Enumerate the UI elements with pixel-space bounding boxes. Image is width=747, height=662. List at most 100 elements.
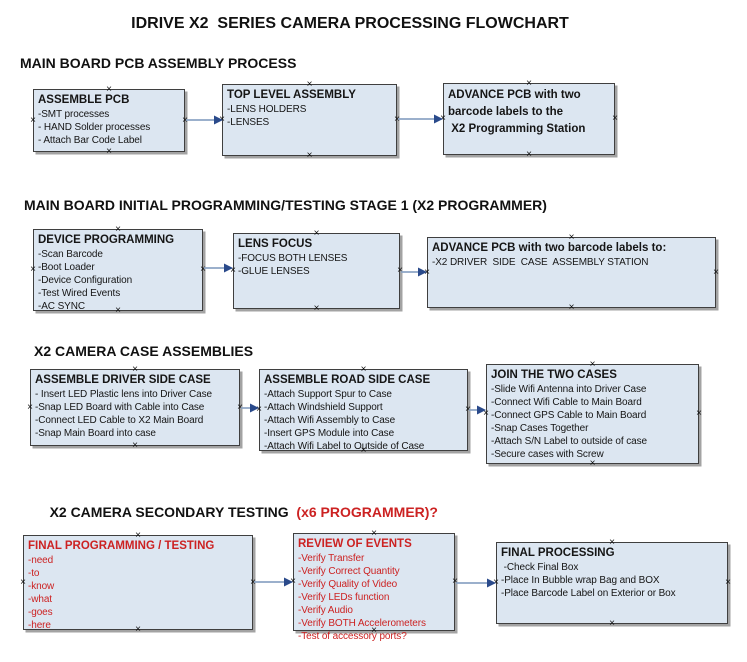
box-title: ASSEMBLE ROAD SIDE CASE xyxy=(264,374,431,386)
box-items: -Scan Barcode -Boot Loader -Device Configu… xyxy=(38,248,198,313)
connection-point-icon: × xyxy=(30,114,36,126)
box-item: -X2 DRIVER SIDE CASE ASSEMBLY STATION xyxy=(432,257,649,268)
connection-point-icon: × xyxy=(568,302,575,313)
box-item: -Attach Wifi Label to Outside of Case xyxy=(264,441,425,452)
box-final-processing[interactable]: FINAL PROCESSING -Check Final Box -Place … xyxy=(493,538,731,629)
box-item: -Slide Wifi Antenna into Driver Case xyxy=(491,384,647,395)
flow-arrow[interactable] xyxy=(456,577,496,589)
box-assemble-pcb[interactable]: ASSEMBLE PCB -SMT processes - HAND Solder… xyxy=(30,85,188,157)
box-item: -LENS HOLDERS xyxy=(227,104,307,115)
box-item: -Secure cases with Screw xyxy=(491,449,604,460)
connection-point-icon: × xyxy=(612,113,618,124)
box-item: -Attach Windshield Support xyxy=(264,402,383,413)
box-title: ASSEMBLE DRIVER SIDE CASE xyxy=(35,374,211,386)
box-items: -Slide Wifi Antenna into Driver Case -Con… xyxy=(491,383,694,461)
page-title: IDRIVE X2 SERIES CAMERA PROCESSING FLOWC… xyxy=(131,15,569,32)
connection-point-icon: × xyxy=(725,577,731,588)
box-item: -Verify Correct Quantity xyxy=(298,566,400,577)
section-header-pcb-assembly: MAIN BOARD PCB ASSEMBLY PROCESS xyxy=(20,55,297,71)
box-title: ADVANCE PCB with two barcode labels to: xyxy=(432,242,667,254)
box-items: -need-to-know-what-goes-here xyxy=(28,554,248,632)
box-item: -Connect GPS Cable to Main Board xyxy=(491,410,647,421)
box-item: -Connect Wifi Cable to Main Board xyxy=(491,397,642,408)
flow-arrow[interactable] xyxy=(398,113,443,125)
box-title: REVIEW OF EVENTS xyxy=(298,538,412,550)
box-item: -FOCUS BOTH LENSES xyxy=(238,253,348,264)
box-items: -Attach Support Spur to Case-Attach Wind… xyxy=(264,388,463,453)
box-item: -Snap Cases Together xyxy=(491,423,589,434)
box-item: -Place Barcode Label on Exterior or Box xyxy=(501,588,676,599)
connection-point-icon: × xyxy=(30,264,36,275)
box-join-the-two-cases[interactable]: JOIN THE TWO CASES -Slide Wifi Antenna i… xyxy=(483,360,702,469)
section-header-red-part: (x6 PROGRAMMER)? xyxy=(296,504,438,520)
box-item: -Place In Bubble wrap Bag and BOX xyxy=(501,575,660,586)
box-item: -AC SYNC xyxy=(38,301,85,312)
box-advance-pcb-case-assembly[interactable]: ADVANCE PCB with two barcode labels to: … xyxy=(424,233,719,313)
box-items: -Check Final Box -Place In Bubble wrap Ba… xyxy=(501,561,723,600)
flow-arrow[interactable] xyxy=(469,404,486,416)
box-item: -to xyxy=(28,568,40,579)
box-item: -Attach S/N Label to outside of case xyxy=(491,436,647,447)
box-item: -Boot Loader xyxy=(38,262,95,273)
box-title: LENS FOCUS xyxy=(238,238,313,250)
connection-point-icon: × xyxy=(609,618,615,629)
box-item: -here xyxy=(28,620,51,631)
section-header-initial-programming: MAIN BOARD INITIAL PROGRAMMING/TESTING S… xyxy=(24,197,547,213)
flow-arrow[interactable] xyxy=(186,114,223,126)
box-assemble-driver-side-case[interactable]: ASSEMBLE DRIVER SIDE CASE - Insert LED P… xyxy=(27,365,243,451)
box-item: -Test Wired Events xyxy=(38,288,121,299)
box-item: -Snap LED Board with Cable into Case xyxy=(35,402,205,413)
box-top-level-assembly[interactable]: TOP LEVEL ASSEMBLY -LENS HOLDERS-LENSES … xyxy=(219,80,400,161)
box-advance-pcb-programming-station[interactable]: ADVANCE PCB with two barcode labels to t… xyxy=(440,79,618,160)
box-title: FINAL PROCESSING xyxy=(501,547,615,559)
box-item: -Scan Barcode xyxy=(38,249,103,260)
box-title: DEVICE PROGRAMMING xyxy=(38,234,175,246)
box-lens-focus[interactable]: LENS FOCUS -FOCUS BOTH LENSES -GLUE LENSE… xyxy=(230,229,403,314)
box-item: -LENSES xyxy=(227,117,270,128)
box-item: -goes xyxy=(28,607,53,618)
box-item: -Verify LEDs function xyxy=(298,592,390,603)
box-items: -FOCUS BOTH LENSES -GLUE LENSES xyxy=(238,252,395,278)
box-item: -Snap Main Board into case xyxy=(35,428,156,439)
flow-arrow[interactable] xyxy=(254,576,293,588)
box-item: -what xyxy=(28,594,52,605)
box-item: -Check Final Box xyxy=(501,562,579,573)
box-items: -SMT processes - HAND Solder processes - A… xyxy=(38,108,180,147)
box-device-programming[interactable]: DEVICE PROGRAMMING -Scan Barcode -Boot Lo… xyxy=(30,225,206,316)
box-items: -Verify Transfer -Verify Correct Quantity… xyxy=(298,552,450,643)
connection-point-icon: × xyxy=(713,266,719,278)
box-item: - HAND Solder processes xyxy=(38,122,151,133)
connection-point-icon: × xyxy=(20,576,26,588)
box-items: -X2 DRIVER SIDE CASE ASSEMBLY STATION xyxy=(432,256,711,269)
box-assemble-road-side-case[interactable]: ASSEMBLE ROAD SIDE CASE -Attach Support … xyxy=(256,365,471,456)
box-item: -Device Configuration xyxy=(38,275,133,286)
box-items: - Insert LED Plastic lens into Driver Ca… xyxy=(35,388,235,440)
connection-point-icon: × xyxy=(313,303,320,314)
box-title: ASSEMBLE PCB xyxy=(38,94,130,106)
connection-point-icon: × xyxy=(306,150,313,161)
section-header-secondary-testing: X2 CAMERA SECONDARY TESTING (x6 PROGRAMM… xyxy=(34,488,438,536)
box-item: -Connect LED Cable to X2 Main Board xyxy=(35,415,204,426)
connection-point-icon: × xyxy=(696,408,702,419)
connection-point-icon: × xyxy=(526,149,532,160)
flow-arrow[interactable] xyxy=(401,266,427,278)
box-final-programming-testing[interactable]: FINAL PROGRAMMING / TESTING -need-to-kno… xyxy=(20,531,256,635)
box-item: - Insert LED Plastic lens into Driver Ca… xyxy=(35,389,212,400)
box-item: -Verify Transfer xyxy=(298,553,365,564)
connection-point-icon: × xyxy=(106,146,112,157)
section-header-black-part: X2 CAMERA SECONDARY TESTING xyxy=(49,504,297,520)
flow-arrow[interactable] xyxy=(241,402,259,414)
box-items: -LENS HOLDERS -LENSES xyxy=(227,103,392,129)
box-item: -Verify Quality of Video xyxy=(298,579,398,590)
flow-arrow[interactable] xyxy=(204,262,233,274)
connection-point-icon: × xyxy=(132,440,138,451)
box-item: -GLUE LENSES xyxy=(238,266,310,277)
box-item: - Attach Bar Code Label xyxy=(38,135,142,146)
box-item: -Test of accessory ports? xyxy=(298,631,407,642)
section-header-case-assemblies: X2 CAMERA CASE ASSEMBLIES xyxy=(34,343,254,359)
box-item: -SMT processes xyxy=(38,109,110,120)
box-review-of-events[interactable]: REVIEW OF EVENTS -Verify Transfer-Verify… xyxy=(290,529,458,643)
box-title: FINAL PROGRAMMING / TESTING xyxy=(28,540,215,552)
box-item: -need xyxy=(28,555,54,566)
